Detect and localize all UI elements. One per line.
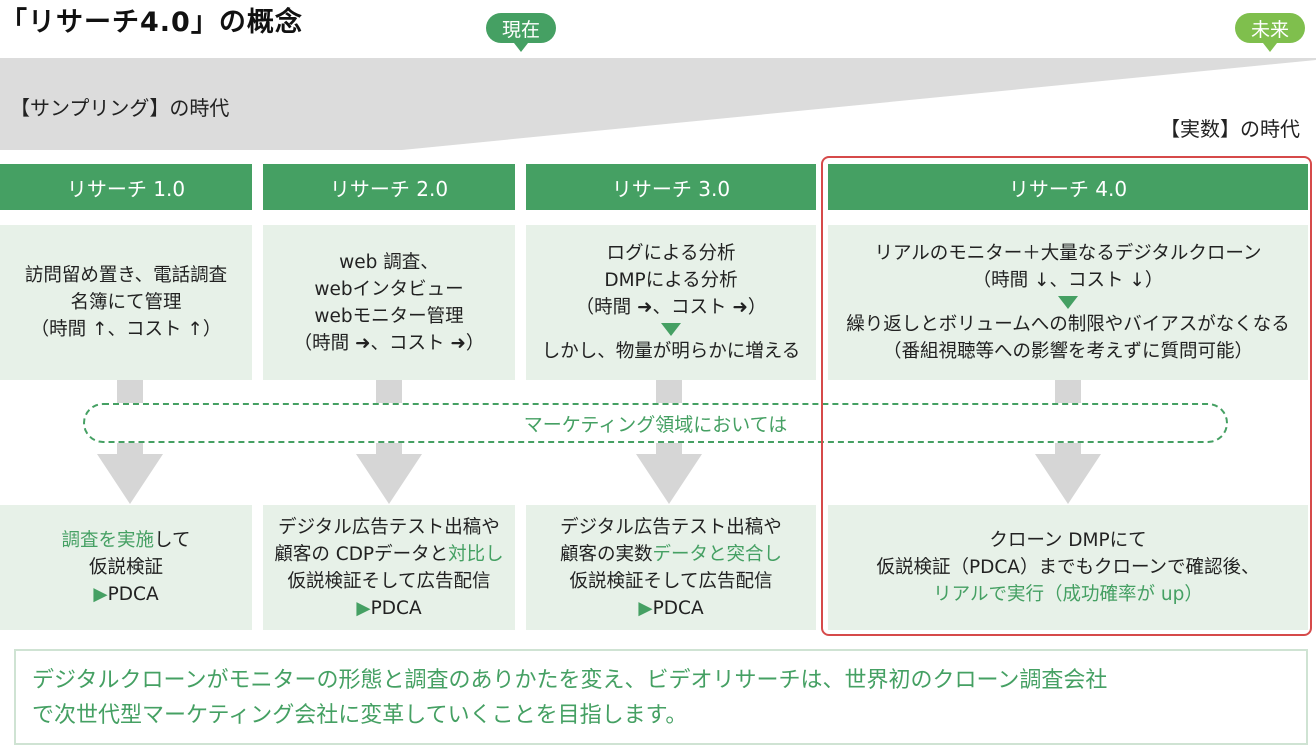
future-label: 未来 bbox=[1250, 18, 1289, 41]
method-line: 訪問留め置き、電話調査 bbox=[24, 265, 228, 286]
verify-box-research-2: デジタル広告テスト出稿や 顧客の CDPデータと対比し 仮説検証そして広告配信 … bbox=[263, 505, 515, 630]
column-header-research-1: リサーチ 1.0 bbox=[0, 164, 252, 210]
future-badge: 未来 bbox=[1235, 13, 1305, 43]
highlight-text: データと突合し bbox=[652, 543, 783, 565]
method-line: （番組視聴等への影響を考えずに質問可能） bbox=[882, 341, 1253, 362]
verify-text: して bbox=[154, 530, 191, 551]
research-4-highlight-frame bbox=[821, 156, 1312, 636]
verify-line: ▶PDCA bbox=[93, 581, 158, 608]
column-header-label: リサーチ 1.0 bbox=[66, 176, 186, 201]
verify-line: デジタル広告テスト出稿や bbox=[560, 516, 782, 538]
pdca-label: PDCA bbox=[370, 597, 422, 619]
page-title: 「リサーチ4.0」の概念 bbox=[0, 7, 303, 38]
verify-line-highlight: リアルで実行（成功確率が up） bbox=[933, 584, 1203, 605]
verify-line: ▶PDCA bbox=[638, 595, 703, 622]
actual-era-label: 【実数】の時代 bbox=[1160, 117, 1300, 141]
timeline-band bbox=[0, 58, 1316, 150]
pdca-label: PDCA bbox=[107, 584, 159, 605]
pdca-label: PDCA bbox=[652, 597, 704, 619]
highlight-text: 対比し bbox=[448, 543, 504, 565]
play-icon: ▶ bbox=[638, 597, 653, 619]
method-box-research-4: リアルのモニター＋大量なるデジタルクローン （時間 ↓、コスト ↓） 繰り返しと… bbox=[828, 225, 1308, 380]
down-triangle-icon bbox=[661, 323, 681, 336]
play-icon: ▶ bbox=[93, 584, 108, 605]
now-label: 現在 bbox=[501, 18, 540, 41]
verify-box-research-4: クローン DMPにて 仮説検証（PDCA）までもクローンで確認後、 リアルで実行… bbox=[828, 505, 1308, 630]
verify-line: 仮説検証（PDCA）までもクローンで確認後、 bbox=[876, 557, 1260, 578]
method-line: しかし、物量が明らかに増える bbox=[541, 341, 801, 362]
verify-line: 調査を実施して bbox=[62, 527, 191, 554]
footer-line: で次世代型マーケティング会社に変革していくことを目指します。 bbox=[32, 703, 688, 728]
down-triangle-icon bbox=[1058, 296, 1078, 309]
column-header-label: リサーチ 2.0 bbox=[329, 176, 449, 201]
method-line: webインタビュー bbox=[314, 278, 464, 300]
marketing-domain-label: マーケティング領域においては bbox=[83, 403, 1228, 443]
verify-line: デジタル広告テスト出稿や bbox=[278, 516, 500, 538]
method-line: ログによる分析 bbox=[606, 243, 736, 264]
column-header-label: リサーチ 3.0 bbox=[611, 176, 731, 201]
method-box-research-3: ログによる分析 DMPによる分析 （時間 ➜、コスト ➜） しかし、物量が明らか… bbox=[526, 225, 816, 380]
footer-line: デジタルクローンがモニターの形態と調査のありかたを変え、ビデオリサーチは、世界初… bbox=[32, 668, 1108, 693]
method-box-research-2: web 調査、 webインタビュー webモニター管理 （時間 ➜、コスト ➜） bbox=[263, 225, 515, 380]
now-badge-pointer bbox=[514, 43, 528, 52]
verify-line: 仮説検証 bbox=[88, 557, 163, 578]
method-line: リアルのモニター＋大量なるデジタルクローン bbox=[874, 243, 1262, 264]
highlight-text: 調査を実施 bbox=[61, 530, 155, 551]
method-line: （時間 ↑、コスト ↑） bbox=[30, 319, 222, 340]
method-line: （時間 ↓、コスト ↓） bbox=[972, 270, 1164, 291]
column-header-research-2: リサーチ 2.0 bbox=[263, 164, 515, 210]
verify-line: ▶PDCA bbox=[356, 595, 421, 622]
method-line: （時間 ➜、コスト ➜） bbox=[575, 297, 767, 318]
column-header-label: リサーチ 4.0 bbox=[1008, 176, 1128, 201]
method-line: web 調査、 bbox=[339, 251, 439, 273]
play-icon: ▶ bbox=[356, 597, 371, 619]
verify-text: 顧客の CDPデータと bbox=[274, 543, 449, 565]
column-header-research-4: リサーチ 4.0 bbox=[828, 164, 1308, 210]
method-line: DMPによる分析 bbox=[604, 270, 738, 291]
method-line: webモニター管理 bbox=[314, 305, 464, 327]
sampling-era-label: 【サンプリング】の時代 bbox=[10, 96, 230, 120]
now-badge: 現在 bbox=[486, 13, 556, 43]
future-badge-pointer bbox=[1263, 43, 1277, 52]
verify-box-research-3: デジタル広告テスト出稿や 顧客の実数データと突合し 仮説検証そして広告配信 ▶P… bbox=[526, 505, 816, 630]
verify-box-research-1: 調査を実施して 仮説検証 ▶PDCA bbox=[0, 505, 252, 630]
method-box-research-1: 訪問留め置き、電話調査 名簿にて管理 （時間 ↑、コスト ↑） bbox=[0, 225, 252, 380]
method-line: 名簿にて管理 bbox=[70, 292, 182, 313]
sampling-era-shape bbox=[0, 58, 1316, 150]
verify-line: クローン DMPにて bbox=[989, 530, 1147, 551]
verify-line: 仮説検証そして広告配信 bbox=[569, 570, 773, 592]
footer-statement: デジタルクローンがモニターの形態と調査のありかたを変え、ビデオリサーチは、世界初… bbox=[14, 649, 1308, 745]
column-header-research-3: リサーチ 3.0 bbox=[526, 164, 816, 210]
marketing-label-text: マーケティング領域においては bbox=[523, 413, 788, 436]
verify-line: 仮説検証そして広告配信 bbox=[287, 570, 491, 592]
method-line: （時間 ➜、コスト ➜） bbox=[293, 332, 485, 354]
method-line: 繰り返しとボリュームへの制限やバイアスがなくなる bbox=[846, 314, 1290, 335]
verify-line: 顧客の CDPデータと対比し bbox=[274, 541, 503, 568]
verify-text: 顧客の実数 bbox=[559, 543, 653, 565]
verify-line: 顧客の実数データと突合し bbox=[560, 541, 782, 568]
